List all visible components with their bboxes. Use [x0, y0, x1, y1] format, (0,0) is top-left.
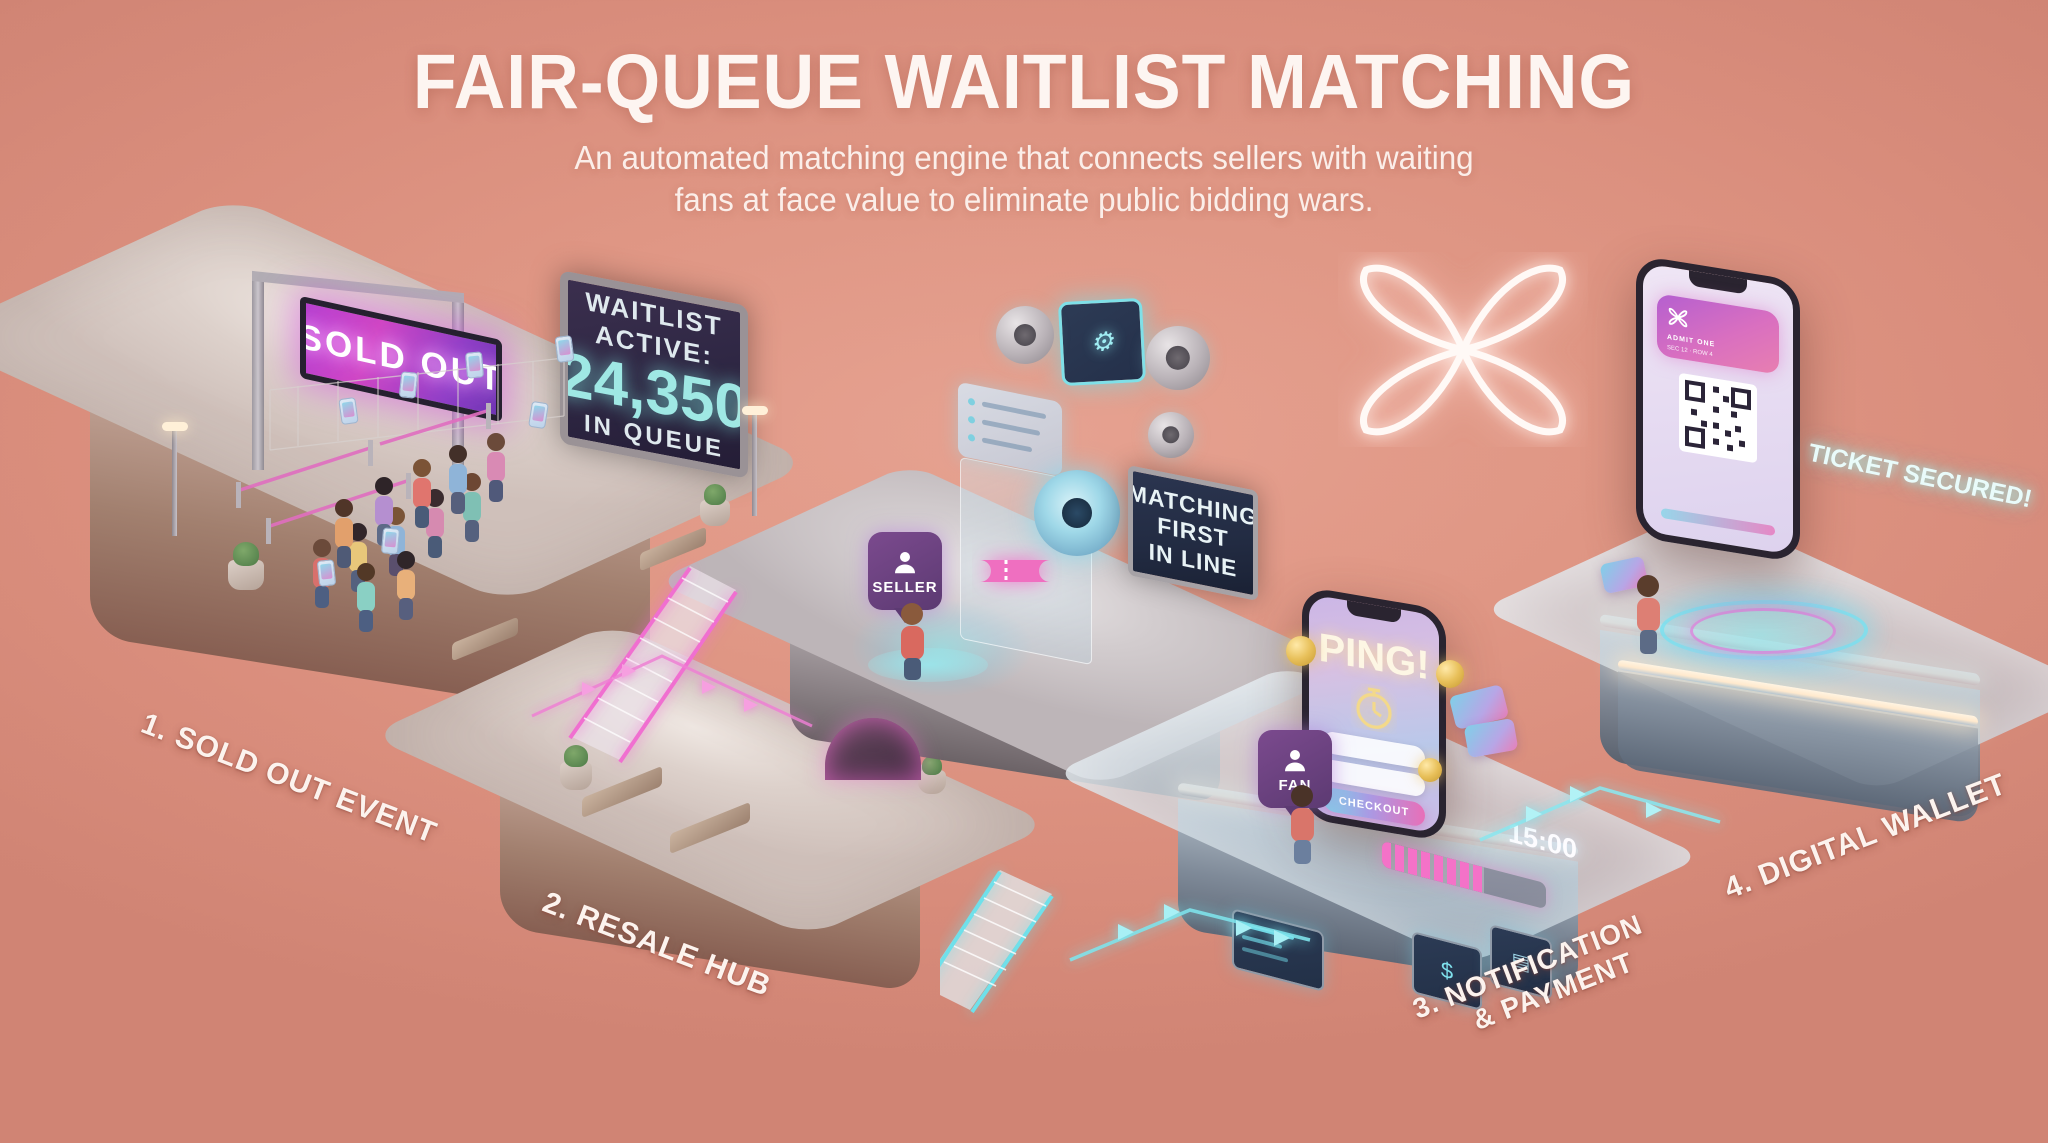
fan-phone-icon: [380, 527, 401, 555]
subtitle-line-2: fans at face value to eliminate public b…: [674, 180, 1374, 218]
fence: [269, 357, 565, 451]
street-lamp: [752, 412, 757, 516]
coin-icon: [1286, 636, 1316, 666]
street-lamp-head: [162, 422, 188, 431]
coin-icon: [1418, 758, 1442, 782]
page-subtitle: An automated matching engine that connec…: [51, 137, 1997, 221]
street-lamp: [172, 428, 177, 536]
page-title: FAIR-QUEUE WAITLIST MATCHING: [412, 39, 1636, 125]
wallet-ticket-card: ADMIT ONE SEC 12 · ROW 4: [1657, 293, 1779, 375]
ai-chip-icon: ⚙: [1057, 297, 1147, 387]
fan-phone-icon: [338, 396, 359, 426]
wallet-phone[interactable]: ADMIT ONE SEC 12 · ROW 4: [1636, 254, 1800, 564]
street-lamp-head: [742, 406, 768, 415]
pedestal-ring: [868, 648, 988, 682]
gear-icon: [1148, 412, 1194, 458]
subtitle-line-1: An automated matching engine that connec…: [574, 139, 1474, 176]
fan-avatar: [1291, 785, 1314, 864]
flow-path-to-wallet: [1479, 786, 1721, 842]
stairs-cyan: [940, 870, 1054, 1014]
fan-phone-icon: [464, 351, 485, 379]
brain-glyph: ⚙: [1089, 325, 1115, 358]
flow-path-cyan: [1069, 904, 1311, 962]
scan-eye-icon: [1034, 470, 1120, 556]
ticket-icon: [980, 560, 1050, 582]
flow-path-magenta: [531, 654, 813, 728]
ticket-secured-label: TICKET SECURED!: [1805, 438, 2035, 514]
stopwatch-icon: [1356, 687, 1392, 729]
phone-notch: [1689, 270, 1747, 295]
header: FAIR-QUEUE WAITLIST MATCHING An automate…: [0, 0, 2048, 221]
hologram-ring: [1660, 600, 1868, 660]
fan-phone-icon: [554, 335, 575, 363]
person-icon: [1285, 749, 1305, 771]
seller-badge-label: SELLER: [872, 578, 938, 596]
notification-phone[interactable]: PING! CHECKOUT: [1302, 585, 1446, 843]
fan-phone-icon: [316, 559, 337, 587]
butterfly-neon-logo: [1360, 264, 1566, 436]
stairs-magenta: [568, 566, 738, 764]
gear-icon: [996, 306, 1054, 364]
hologram-ring-inner: [1690, 608, 1836, 654]
seller-avatar: [901, 603, 924, 680]
wallet-fan-avatar: [1637, 575, 1660, 654]
planter: [560, 745, 592, 790]
wallet-progress-bar: [1661, 507, 1775, 537]
planter: [700, 484, 730, 526]
ping-alert-label: PING!: [1318, 625, 1430, 689]
coin-icon: [1436, 660, 1464, 688]
qr-code-icon: [1679, 372, 1757, 464]
ticket-secured-badge: TICKET SECURED!: [1805, 438, 2035, 515]
fan-phone-icon: [398, 371, 419, 399]
planter: [918, 756, 946, 794]
phone-notch: [1347, 600, 1401, 624]
person-icon: [895, 551, 915, 573]
gear-icon: [1146, 326, 1210, 390]
butterfly-mini-icon: [1668, 307, 1688, 328]
truss-left: [252, 280, 264, 470]
crowd-of-fans: [313, 433, 505, 632]
planter: [228, 542, 264, 590]
